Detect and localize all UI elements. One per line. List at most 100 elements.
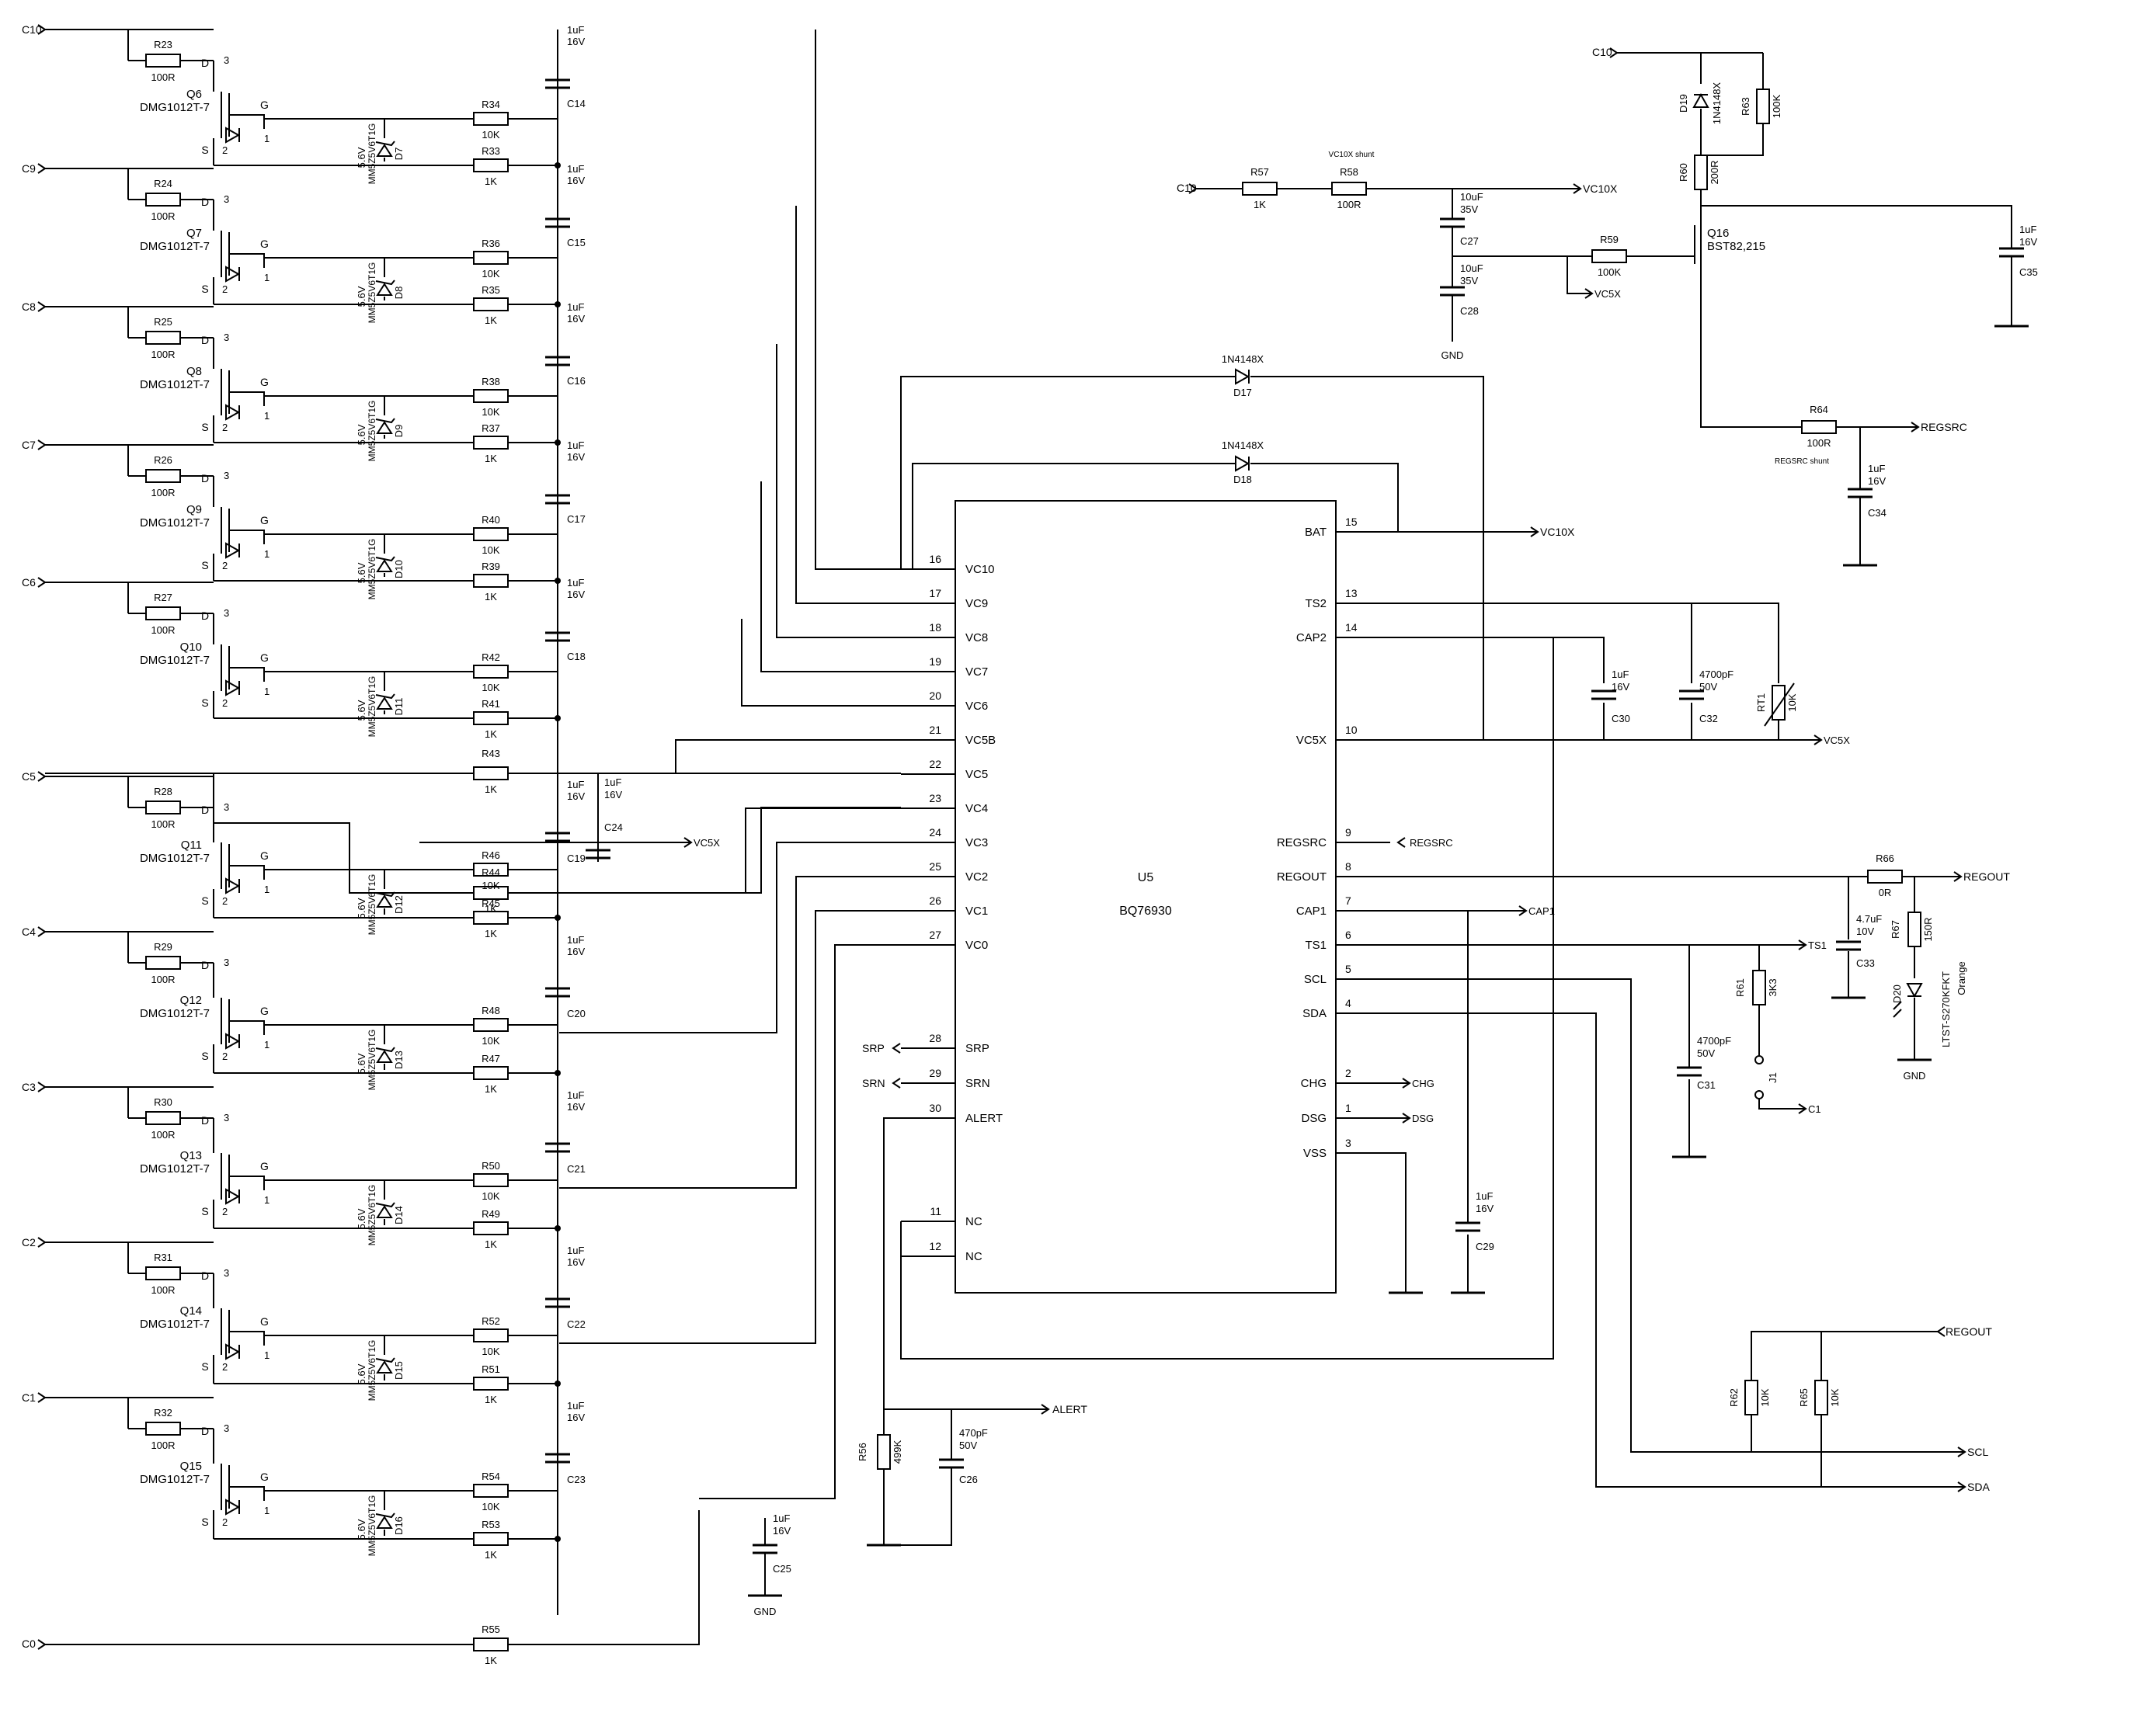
capacitor-value: 1uF — [604, 776, 621, 788]
mosfet-part: DMG1012T-7 — [140, 1318, 210, 1331]
wire — [229, 530, 265, 544]
resistor-ref: R56 — [857, 1443, 868, 1461]
resistor-value: 1K — [485, 1083, 497, 1095]
capacitor-voltage: 16V — [604, 789, 622, 801]
capacitor-ref: C29 — [1476, 1241, 1494, 1252]
resistor-value: 10K — [482, 544, 499, 556]
pin-number: 1 — [264, 272, 270, 283]
arrow-icon — [1518, 905, 1528, 916]
pin-number: 3 — [224, 801, 229, 813]
zener-voltage: 5.6V — [356, 286, 367, 307]
input-arrow-icon — [37, 771, 47, 782]
pin-name: VC5 — [965, 768, 988, 781]
resistor-ref: R32 — [154, 1407, 172, 1419]
pin-number: 3 — [224, 332, 229, 343]
capacitor-value: 1uF — [1476, 1190, 1493, 1202]
resistor-value: 0R — [1879, 887, 1892, 898]
pin-label: S — [201, 421, 208, 433]
diode — [1235, 455, 1250, 472]
pin-label: G — [260, 376, 269, 388]
capacitor-voltage: 50V — [1697, 1047, 1715, 1059]
zener-part: MM5Z5V6T1G — [367, 539, 377, 600]
gate-resistor — [145, 193, 181, 207]
filter-capacitor — [545, 1297, 570, 1308]
capacitor-voltage: 16V — [567, 589, 585, 600]
capacitor-ref: C24 — [604, 821, 623, 833]
gate-resistor — [145, 1422, 181, 1436]
arrow-icon — [1402, 1113, 1411, 1123]
pin-number: 2 — [222, 283, 228, 295]
body-diode — [225, 1033, 241, 1050]
pin-number: 1 — [264, 884, 270, 895]
net-label: REGSRC — [1921, 421, 1967, 433]
filter-capacitor — [545, 217, 570, 228]
capacitor-value: 1uF — [567, 439, 584, 451]
pin-number: 22 — [929, 758, 941, 770]
capacitor-ref: C31 — [1697, 1079, 1716, 1091]
mosfet-part: DMG1012T-7 — [140, 378, 210, 391]
arrow-icon — [1530, 526, 1539, 537]
resistor-value: 1K — [485, 728, 497, 740]
wire — [884, 1467, 952, 1546]
pin-number: 2 — [222, 1516, 228, 1528]
gate-resistor — [145, 1266, 181, 1280]
input-resistor — [473, 574, 509, 588]
net-label: REGOUT — [1946, 1325, 1992, 1338]
diode-part: 1N4148X — [1222, 439, 1264, 451]
arrow-icon — [1041, 1404, 1050, 1415]
resistor-ref: R35 — [482, 284, 500, 296]
pin-number: 21 — [929, 724, 941, 736]
resistor-value: 10K — [482, 129, 499, 141]
pin-label: S — [201, 559, 208, 571]
arrow-icon — [1957, 1446, 1966, 1457]
resistor-value: 10K — [482, 682, 499, 693]
zener-diode — [375, 280, 395, 296]
resistor-value: 10K — [482, 1346, 499, 1357]
wire — [745, 807, 901, 893]
wire — [559, 876, 901, 1189]
capacitor-voltage: 50V — [1699, 681, 1717, 693]
zener-ref: D16 — [393, 1516, 405, 1535]
resistor — [1756, 89, 1770, 124]
pin-number: 3 — [224, 54, 229, 66]
input-resistor — [473, 1066, 509, 1080]
pin-label: D — [201, 196, 209, 208]
wire — [229, 391, 265, 406]
pin-name: SRN — [965, 1077, 990, 1090]
pin-number: 26 — [929, 894, 941, 907]
resistor-ref: R48 — [482, 1005, 500, 1016]
input-arrow-icon — [37, 163, 47, 174]
resistor-ref: R63 — [1740, 97, 1751, 116]
pin-name: ALERT — [965, 1112, 1003, 1125]
balance-resistor — [473, 1484, 509, 1498]
capacitor-ref: C22 — [567, 1318, 586, 1330]
resistor-value: 100R — [151, 487, 175, 498]
ground-label: GND — [1904, 1070, 1926, 1082]
pin-number: 2 — [222, 1051, 228, 1062]
capacitor-ref: C19 — [567, 853, 586, 864]
cell-net-label: C3 — [22, 1081, 36, 1093]
resistor — [1331, 182, 1367, 196]
capacitor-voltage: 16V — [567, 1412, 585, 1423]
resistor-ref: R40 — [482, 514, 500, 526]
arrow-icon — [1957, 1481, 1966, 1492]
pin-number: 9 — [1345, 826, 1351, 839]
resistor-value: 1K — [485, 453, 497, 464]
resistor — [1814, 1380, 1828, 1415]
resistor-ref: R25 — [154, 316, 172, 328]
mosfet-ref: Q12 — [180, 994, 202, 1007]
resistor-ref: R60 — [1678, 163, 1689, 182]
mosfet-ref: Q10 — [180, 641, 202, 654]
resistor-value: 1K — [485, 928, 497, 939]
resistor-ref: R61 — [1734, 978, 1746, 997]
balance-resistor — [473, 112, 509, 126]
capacitor-ref: C34 — [1868, 507, 1886, 519]
zener-diode — [375, 1512, 395, 1529]
resistor-value: 1K — [485, 1549, 497, 1561]
resistor — [1752, 970, 1766, 1005]
resistor-ref: R42 — [482, 651, 500, 663]
wire — [900, 637, 1554, 1360]
wire — [1701, 123, 1764, 156]
resistor-ref: R38 — [482, 376, 500, 387]
